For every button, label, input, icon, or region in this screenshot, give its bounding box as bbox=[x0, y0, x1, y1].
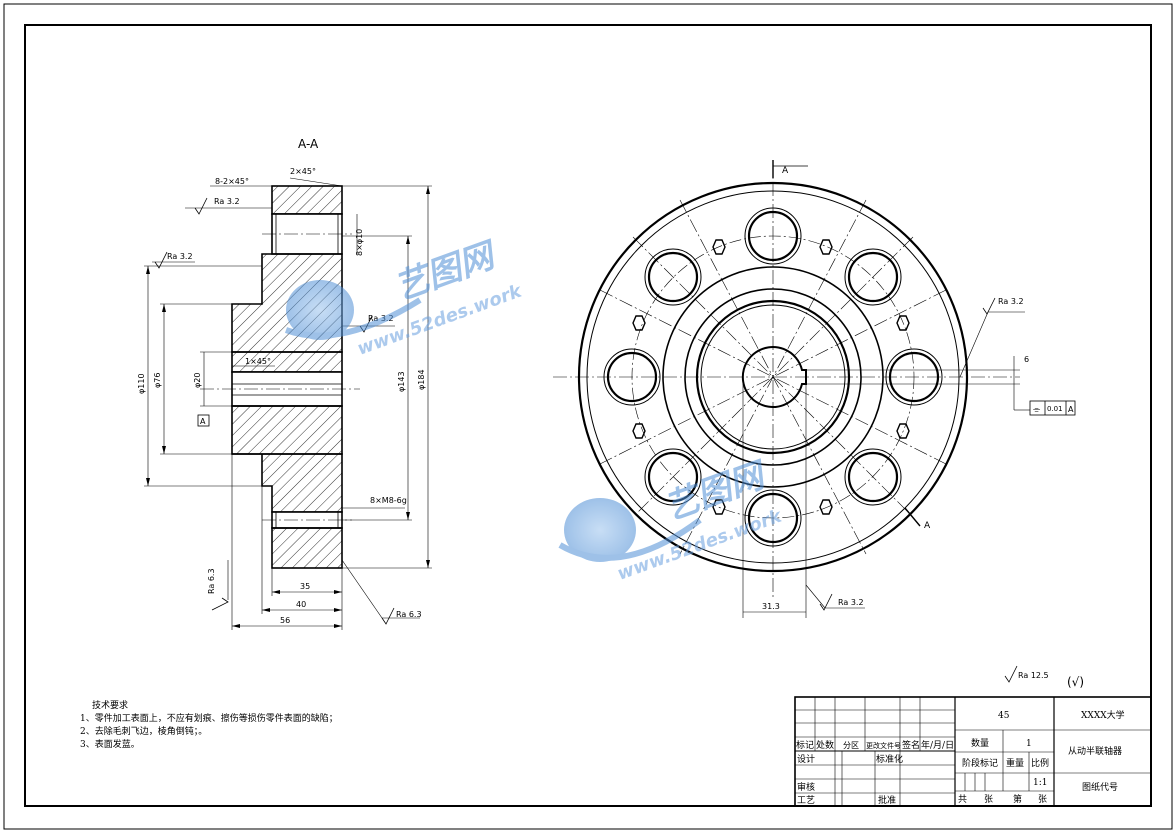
roughness-label: Ra 3.2 bbox=[998, 297, 1024, 306]
length-dimension: 35 bbox=[300, 582, 310, 591]
part-name: 从动半联轴器 bbox=[1068, 745, 1122, 757]
bore-chamfer-label: 1×45° bbox=[245, 357, 271, 366]
row-label: 年/月/日 bbox=[921, 739, 954, 751]
roughness-label: Ra 3.2 bbox=[167, 252, 193, 261]
sheets-total: 共 bbox=[958, 794, 967, 805]
row-label: 处数 bbox=[816, 739, 834, 751]
threaded-holes bbox=[632, 239, 910, 515]
bore-with-keyway bbox=[741, 346, 807, 408]
process-label: 工艺 bbox=[797, 795, 815, 806]
front-view-labels: A A Ra 3.2 Ra 3.2 6 31.3 ⌯ 0.01 A bbox=[762, 166, 1074, 611]
sheet-number: 第 bbox=[1013, 793, 1022, 805]
scale-label: 比例 bbox=[1031, 757, 1049, 769]
length-dimension: 56 bbox=[280, 616, 290, 625]
diameter-dimension: φ143 bbox=[397, 371, 406, 392]
section-mark-label: A bbox=[924, 521, 931, 531]
section-marker-bottom bbox=[904, 507, 921, 527]
diameter-dimension: φ76 bbox=[153, 373, 162, 388]
drawing-number: 图纸代号 bbox=[1082, 781, 1118, 793]
hole-chamfer-label: 8-2×45° bbox=[215, 177, 249, 186]
diameter-dimension: φ184 bbox=[417, 369, 426, 390]
front-view bbox=[553, 160, 1076, 618]
section-mark-label: A bbox=[782, 166, 789, 176]
quantity-label: 数量 bbox=[971, 737, 989, 749]
length-dimension: 40 bbox=[296, 600, 306, 609]
roughness-label: Ra 12.5 bbox=[1018, 671, 1049, 680]
standardize-label: 标准化 bbox=[876, 753, 903, 765]
roughness-label: Ra 6.3 bbox=[207, 568, 216, 594]
row-label: 分区 bbox=[843, 741, 859, 750]
inner-frame bbox=[24, 24, 1152, 807]
keyway-width-dimension: 6 bbox=[1024, 355, 1029, 364]
diameter-dimension: φ110 bbox=[137, 373, 146, 394]
thread-callout: 8×M8-6g bbox=[370, 496, 407, 505]
roughness-check: (√) bbox=[1067, 675, 1084, 689]
scale-value: 1:1 bbox=[1033, 778, 1047, 788]
section-marker-top bbox=[772, 160, 808, 178]
design-label: 设计 bbox=[797, 753, 815, 765]
bolt-holes bbox=[603, 207, 943, 547]
material: 45 bbox=[998, 711, 1010, 721]
sheets-unit: 张 bbox=[984, 794, 993, 805]
datum-box bbox=[197, 414, 210, 427]
roughness-label: Ra 6.3 bbox=[396, 610, 422, 619]
row-label: 标记 bbox=[796, 739, 814, 751]
tolerance-value: 0.01 bbox=[1047, 405, 1063, 413]
weight-label: 重量 bbox=[1006, 757, 1024, 769]
center-lines bbox=[553, 160, 1020, 600]
tech-item: 3、表面发蓝。 bbox=[80, 738, 140, 750]
watermark-bottom: 艺图网 www.52des.work bbox=[558, 454, 785, 585]
tech-requirements: 技术要求 1、零件加工表面上，不应有划痕、擦伤等损伤零件表面的缺陷； 2、去除毛… bbox=[80, 699, 338, 750]
roughness-label: Ra 3.2 bbox=[838, 598, 864, 607]
chamfer-label: 2×45° bbox=[290, 167, 316, 176]
roughness-label: Ra 3.2 bbox=[214, 197, 240, 206]
sheets-unit: 张 bbox=[1038, 794, 1047, 805]
section-title: A-A bbox=[298, 137, 319, 151]
approve-label: 批准 bbox=[878, 794, 896, 806]
review-label: 审核 bbox=[797, 781, 815, 793]
datum-letter: A bbox=[200, 417, 206, 426]
tolerance-datum: A bbox=[1068, 405, 1074, 414]
row-label: 更改文件号 bbox=[866, 741, 901, 750]
tolerance-frame bbox=[1029, 400, 1076, 416]
tech-title: 技术要求 bbox=[92, 699, 128, 711]
tolerance-symbol: ⌯ bbox=[1033, 405, 1041, 415]
section-body bbox=[231, 185, 343, 569]
tech-item: 2、去除毛刺飞边，棱角倒钝；。 bbox=[80, 725, 207, 737]
quantity-value: 1 bbox=[1026, 739, 1032, 749]
diameter-dimension: φ20 bbox=[193, 373, 202, 388]
row-label: 签名 bbox=[902, 739, 920, 751]
school-name: XXXX大学 bbox=[1081, 709, 1125, 721]
other-roughness: Ra 12.5 (√) bbox=[1004, 665, 1084, 689]
stage-label: 阶段标记 bbox=[962, 757, 998, 769]
outer-border bbox=[3, 3, 1173, 830]
section-view: A-A bbox=[137, 137, 432, 630]
diameter-dimension: 8×φ10 bbox=[355, 229, 364, 256]
title-block bbox=[794, 696, 1152, 807]
title-block-text: 45 XXXX大学 从动半联轴器 图纸代号 数量 1 阶段标记 重量 比例 1:… bbox=[796, 709, 1125, 806]
tech-item: 1、零件加工表面上，不应有划痕、擦伤等损伤零件表面的缺陷； bbox=[80, 712, 338, 724]
keyway-depth-dimension: 31.3 bbox=[762, 602, 780, 611]
